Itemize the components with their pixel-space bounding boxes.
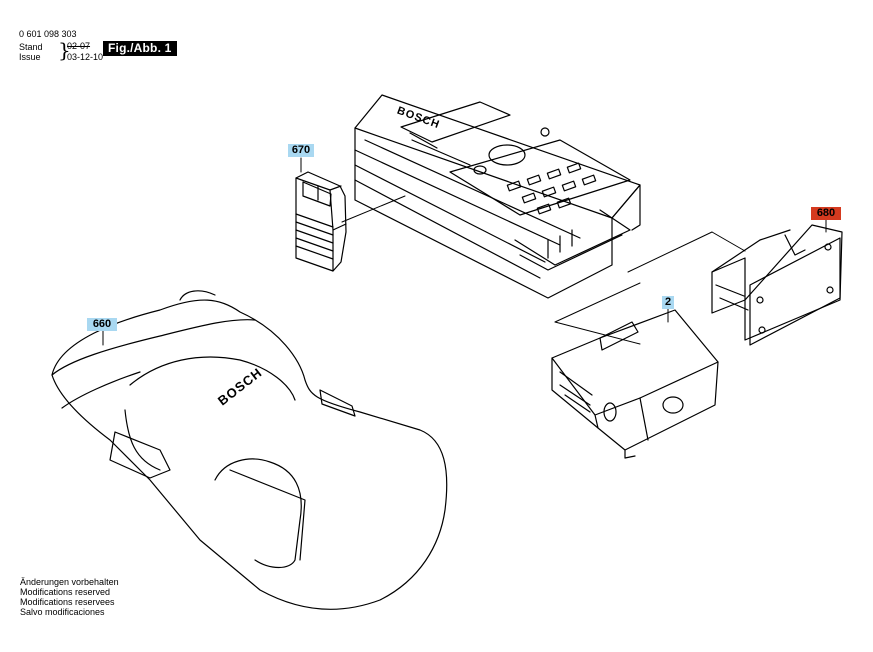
issue-label: Issue xyxy=(19,52,41,62)
figure-label: Fig./Abb. 1 xyxy=(103,41,177,56)
callout-670: 670 xyxy=(288,144,314,157)
battery-cover-part-680 xyxy=(711,224,843,346)
stand-label: Stand xyxy=(19,42,43,52)
notice-line: Änderungen vorbehalten xyxy=(20,577,119,587)
document-number: 0 601 098 303 xyxy=(19,29,77,39)
brace-icon: } xyxy=(58,38,71,62)
assembly-lines xyxy=(102,157,827,346)
clip-part-670 xyxy=(295,171,347,272)
stand-date: 02-07 xyxy=(67,41,91,51)
callout-680: 680 xyxy=(811,207,841,220)
modification-notice: Änderungen vorbehalten Modifications res… xyxy=(20,577,119,617)
notice-line: Modifications reservees xyxy=(20,597,115,607)
issue-date: 03-12-10 xyxy=(67,52,104,62)
callout-660: 660 xyxy=(87,318,117,331)
battery-compartment-part-2 xyxy=(551,309,719,459)
carrying-bag-part-660 xyxy=(51,290,448,610)
notice-line: Salvo modificaciones xyxy=(20,607,105,617)
callout-2: 2 xyxy=(662,296,674,309)
measuring-device xyxy=(354,94,641,299)
notice-line: Modifications reserved xyxy=(20,587,111,597)
